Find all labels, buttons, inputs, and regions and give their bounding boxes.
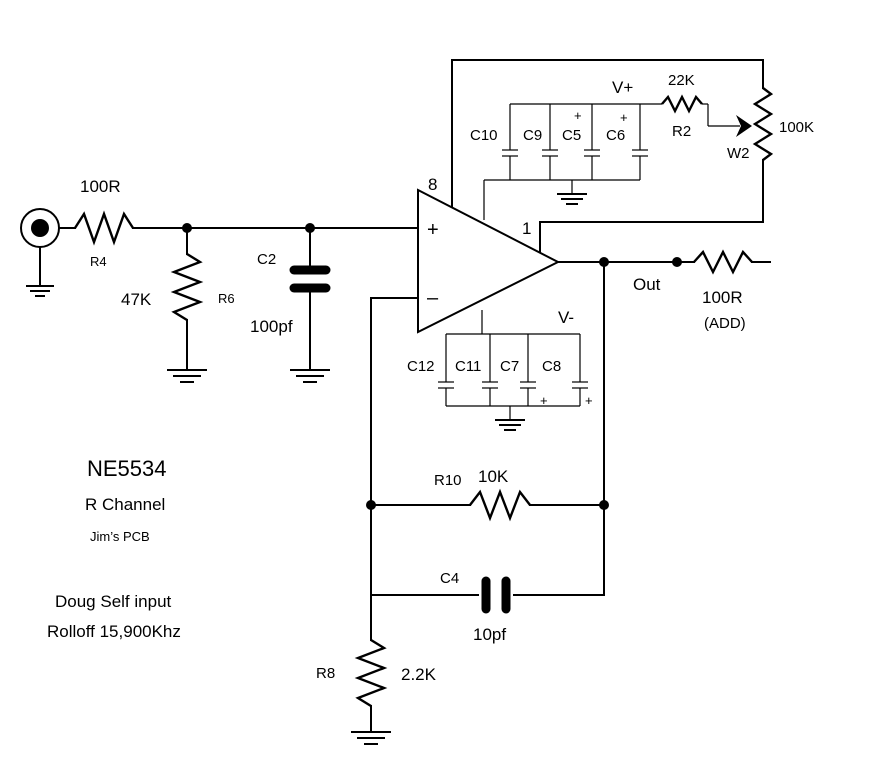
c10-label: C10 xyxy=(470,127,498,144)
c8-capacitor xyxy=(572,334,588,406)
opamp-plus-label: + xyxy=(427,219,439,241)
c2-ref-label: C2 xyxy=(257,251,276,268)
out-label: Out xyxy=(633,275,661,294)
c12-capacitor xyxy=(438,334,454,406)
c9-capacitor xyxy=(542,104,558,180)
wiper-arrow-icon xyxy=(736,115,752,137)
c4-value-label: 10pf xyxy=(473,625,506,644)
c11-capacitor xyxy=(482,334,498,406)
opamp-pin1-label: 1 xyxy=(522,219,531,238)
opamp-triangle xyxy=(417,188,561,334)
r8-resistor xyxy=(354,638,388,708)
r8-value-label: 2.2K xyxy=(401,665,437,684)
c11-label: C11 xyxy=(455,358,481,375)
w2-potentiometer xyxy=(752,87,774,161)
r10-value-label: 10K xyxy=(478,467,509,486)
r4-ref-label: R4 xyxy=(90,254,107,269)
c6-label: C6 xyxy=(606,127,625,144)
c5-label: C5 xyxy=(562,127,581,144)
r10-resistor xyxy=(469,488,531,522)
opamp-minus-label: – xyxy=(427,287,439,309)
r6-resistor xyxy=(170,252,204,322)
input-jack-icon xyxy=(20,208,60,297)
r4-value-label: 100R xyxy=(80,177,121,196)
r8-ref-label: R8 xyxy=(316,665,335,682)
c7-polarity-mark: + xyxy=(540,393,548,408)
r2-ref-label: R2 xyxy=(672,123,691,140)
vplus-label: V+ xyxy=(612,78,633,97)
r4-resistor xyxy=(73,210,135,246)
w2-value-label: 100K xyxy=(779,119,814,136)
title-label: NE5534 xyxy=(87,456,167,481)
channel-label: R Channel xyxy=(85,495,165,514)
vminus-label: V- xyxy=(558,308,574,327)
output-resistor-value-label: 100R xyxy=(702,288,743,307)
c9-label: C9 xyxy=(523,127,542,144)
c12-label: C12 xyxy=(407,358,435,375)
c2-value-label: 100pf xyxy=(250,317,293,336)
c4-ref-label: C4 xyxy=(440,570,459,587)
r2-value-label: 22K xyxy=(668,72,695,89)
ground-icon xyxy=(290,369,330,383)
ground-icon xyxy=(557,180,587,205)
c8-polarity-mark: + xyxy=(585,393,593,408)
output-resistor-note: (ADD) xyxy=(704,315,746,332)
ground-icon xyxy=(495,406,525,431)
r6-ref-label: R6 xyxy=(218,291,235,306)
c7-label: C7 xyxy=(500,358,519,375)
ground-icon xyxy=(351,731,391,745)
c7-capacitor xyxy=(520,334,536,406)
r2-resistor xyxy=(661,94,703,114)
ground-icon xyxy=(167,369,207,383)
c5-polarity-mark: + xyxy=(574,108,582,123)
pcb-label: Jim’s PCB xyxy=(90,529,150,544)
note-line1: Doug Self input xyxy=(55,592,172,611)
r10-ref-label: R10 xyxy=(434,472,462,489)
note-line2: Rolloff 15,900Khz xyxy=(47,622,181,641)
output-resistor xyxy=(693,249,753,275)
c6-capacitor xyxy=(632,104,648,180)
opamp-pin8-label: 8 xyxy=(428,175,437,194)
c10-capacitor xyxy=(502,104,518,180)
c5-capacitor xyxy=(584,104,600,180)
w2-ref-label: W2 xyxy=(727,145,750,162)
c6-polarity-mark: + xyxy=(620,110,628,125)
r6-value-label: 47K xyxy=(121,290,152,309)
c8-label: C8 xyxy=(542,358,561,375)
